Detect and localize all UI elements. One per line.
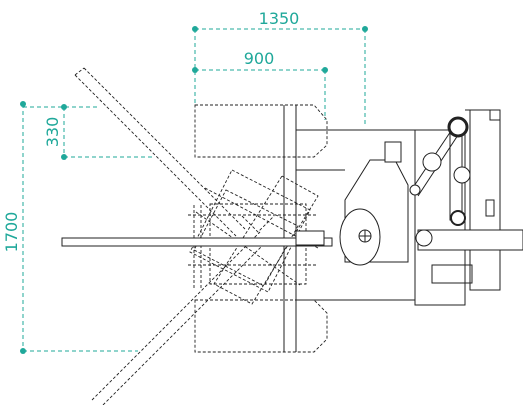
dim-label-330: 330 <box>43 117 62 148</box>
dim-dot <box>61 104 67 110</box>
dim-dot <box>192 67 198 73</box>
rotated-block-2 <box>213 175 319 305</box>
arm-edge <box>74 67 85 76</box>
arm-pivot <box>447 116 469 138</box>
arm-joint <box>409 184 421 196</box>
arm-knob <box>422 152 442 172</box>
dim-dot <box>20 348 26 354</box>
right-panel <box>469 109 501 291</box>
lower-block <box>431 264 473 284</box>
dim-dot <box>362 26 368 32</box>
dim-label-1700: 1700 <box>2 212 21 253</box>
dim-dot <box>61 154 67 160</box>
side-block <box>485 199 495 217</box>
motor-cap <box>384 141 402 163</box>
rotated-block <box>189 169 311 293</box>
center-chevron <box>241 215 275 233</box>
dim-dot <box>322 67 328 73</box>
top-side-table <box>194 104 328 158</box>
rotated-edge <box>195 211 301 286</box>
arm-beam <box>417 229 523 251</box>
machine-body <box>61 105 523 352</box>
dimension-annotations <box>22 28 366 352</box>
arm-edge <box>102 239 269 405</box>
dim-label-1350: 1350 <box>259 9 300 28</box>
arm-knob <box>453 166 471 184</box>
arm-edge <box>74 74 237 237</box>
dim-dot <box>192 26 198 32</box>
fence-clamp <box>295 230 325 246</box>
dimension-labels: 1350 900 330 1700 <box>2 9 299 252</box>
dimension-dots <box>20 26 368 354</box>
dim-dot <box>20 101 26 107</box>
bottom-side-table <box>194 299 328 353</box>
arm-edge <box>91 231 261 401</box>
dim-label-900: 900 <box>244 49 275 68</box>
arm-pivot <box>450 210 466 226</box>
fence-rail <box>61 237 333 247</box>
rotated-block-inner <box>193 189 299 287</box>
side-tables <box>188 104 328 353</box>
arm-knob <box>415 229 433 247</box>
right-panel-edge <box>465 109 500 121</box>
rotated-table-outline <box>74 67 319 405</box>
arm-edge <box>83 67 246 230</box>
